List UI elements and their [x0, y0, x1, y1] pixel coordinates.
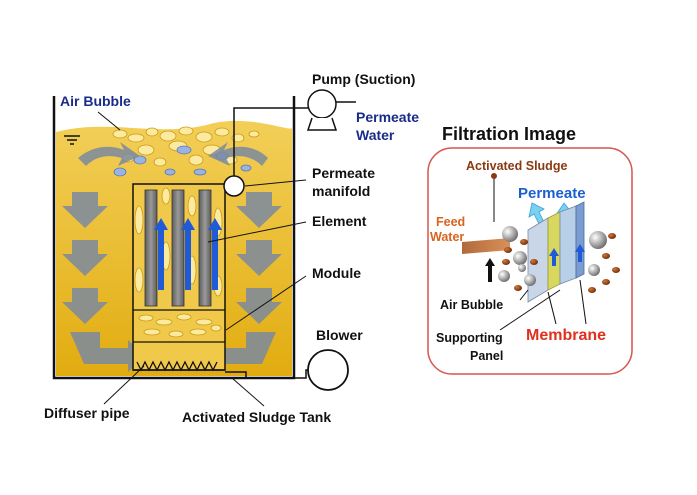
module-bubbles	[138, 313, 222, 338]
membrane-flow-arrows	[549, 244, 585, 266]
activated-sludge-label: Activated Sludge	[466, 159, 567, 173]
module-leader	[225, 275, 307, 331]
tank-wall	[52, 96, 296, 380]
water-level-icon	[64, 135, 80, 145]
manifold-leader	[244, 179, 307, 187]
supporting-panel-leader	[499, 289, 561, 331]
tank-leader	[231, 377, 265, 407]
diffuser-leader	[103, 365, 145, 405]
tank-label: Activated Sludge Tank	[182, 409, 331, 425]
permeate-water-label-2: Water	[356, 127, 395, 143]
air-bubble-label: Air Bubble	[60, 93, 131, 109]
blower-icon	[307, 349, 349, 391]
supporting-panel-label-1: Supporting	[436, 331, 503, 345]
element-label: Element	[312, 213, 367, 229]
circulation-arrows	[62, 142, 282, 372]
air-up-arrow	[485, 258, 495, 282]
filtration-air-leader	[519, 289, 529, 301]
sludge-particles	[498, 226, 620, 293]
feed-water-label-1: Feed	[436, 215, 465, 229]
pump-icon	[306, 89, 338, 131]
membrane-leader-2	[579, 279, 587, 325]
blower-label: Blower	[316, 327, 363, 343]
element-leader	[207, 221, 307, 243]
air-bubble-leader	[97, 111, 121, 131]
pump-label: Pump (Suction)	[312, 71, 415, 87]
surface-bubbles	[112, 126, 260, 167]
supporting-panel-label-2: Panel	[470, 349, 503, 363]
filtration-title: Filtration Image	[442, 124, 576, 144]
diffuser-icon	[133, 360, 225, 372]
permeate-manifold-label-1: Permeate	[312, 165, 375, 181]
membrane-elements	[144, 189, 212, 307]
permeate-label: Permeate	[518, 185, 586, 202]
membrane-module	[132, 183, 226, 372]
module-label: Module	[312, 265, 361, 281]
permeate-manifold-label-2: manifold	[312, 183, 370, 199]
filtration-air-bubble-label: Air Bubble	[440, 298, 503, 312]
upflow-arrows	[154, 218, 222, 290]
feed-water-label-2: Water	[430, 230, 464, 244]
permeate-manifold-icon	[223, 175, 245, 197]
membrane-label: Membrane	[526, 327, 606, 344]
membrane-leader-1	[547, 291, 557, 325]
feed-water-arrow	[462, 238, 510, 254]
permeate-water-label-1: Permeate	[356, 109, 419, 125]
diffuser-pipe-label: Diffuser pipe	[44, 405, 130, 421]
